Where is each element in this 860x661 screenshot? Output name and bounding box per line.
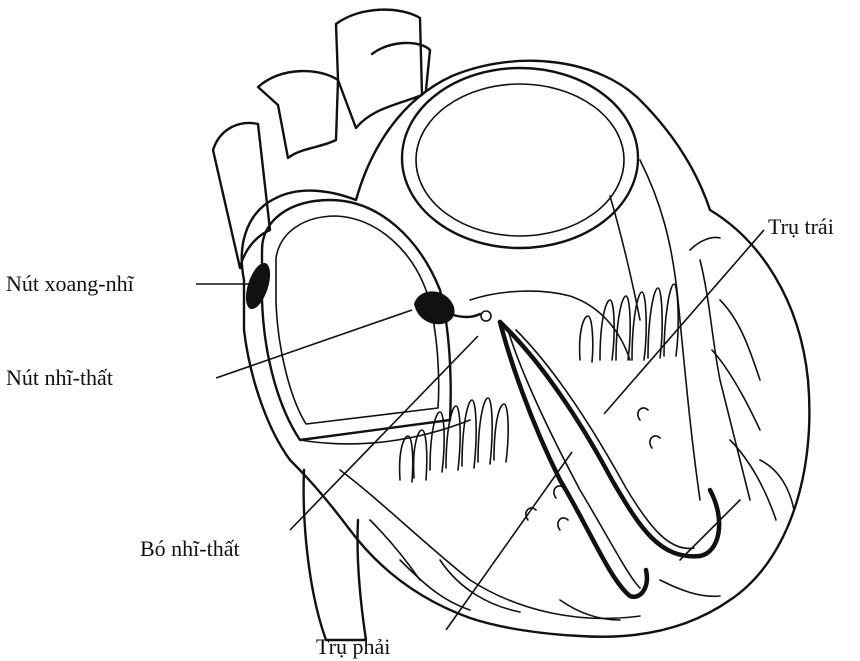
label-left-branch: Trụ trái bbox=[768, 214, 834, 239]
label-his-bundle: Bó nhĩ-thất bbox=[140, 536, 240, 561]
label-right-branch: Trụ phải bbox=[316, 634, 390, 659]
bundle-branches bbox=[500, 322, 719, 597]
great-vessels bbox=[213, 10, 430, 640]
trabeculae-left bbox=[580, 284, 679, 362]
label-av-node: Nút nhĩ-thất bbox=[6, 365, 113, 390]
av-node bbox=[414, 291, 491, 324]
ventricle-walls bbox=[300, 160, 700, 618]
label-sa-node: Nút xoang-nhĩ bbox=[6, 271, 135, 296]
sa-node bbox=[241, 260, 275, 312]
right-atrium bbox=[262, 200, 451, 440]
aorta-ring bbox=[402, 68, 638, 248]
